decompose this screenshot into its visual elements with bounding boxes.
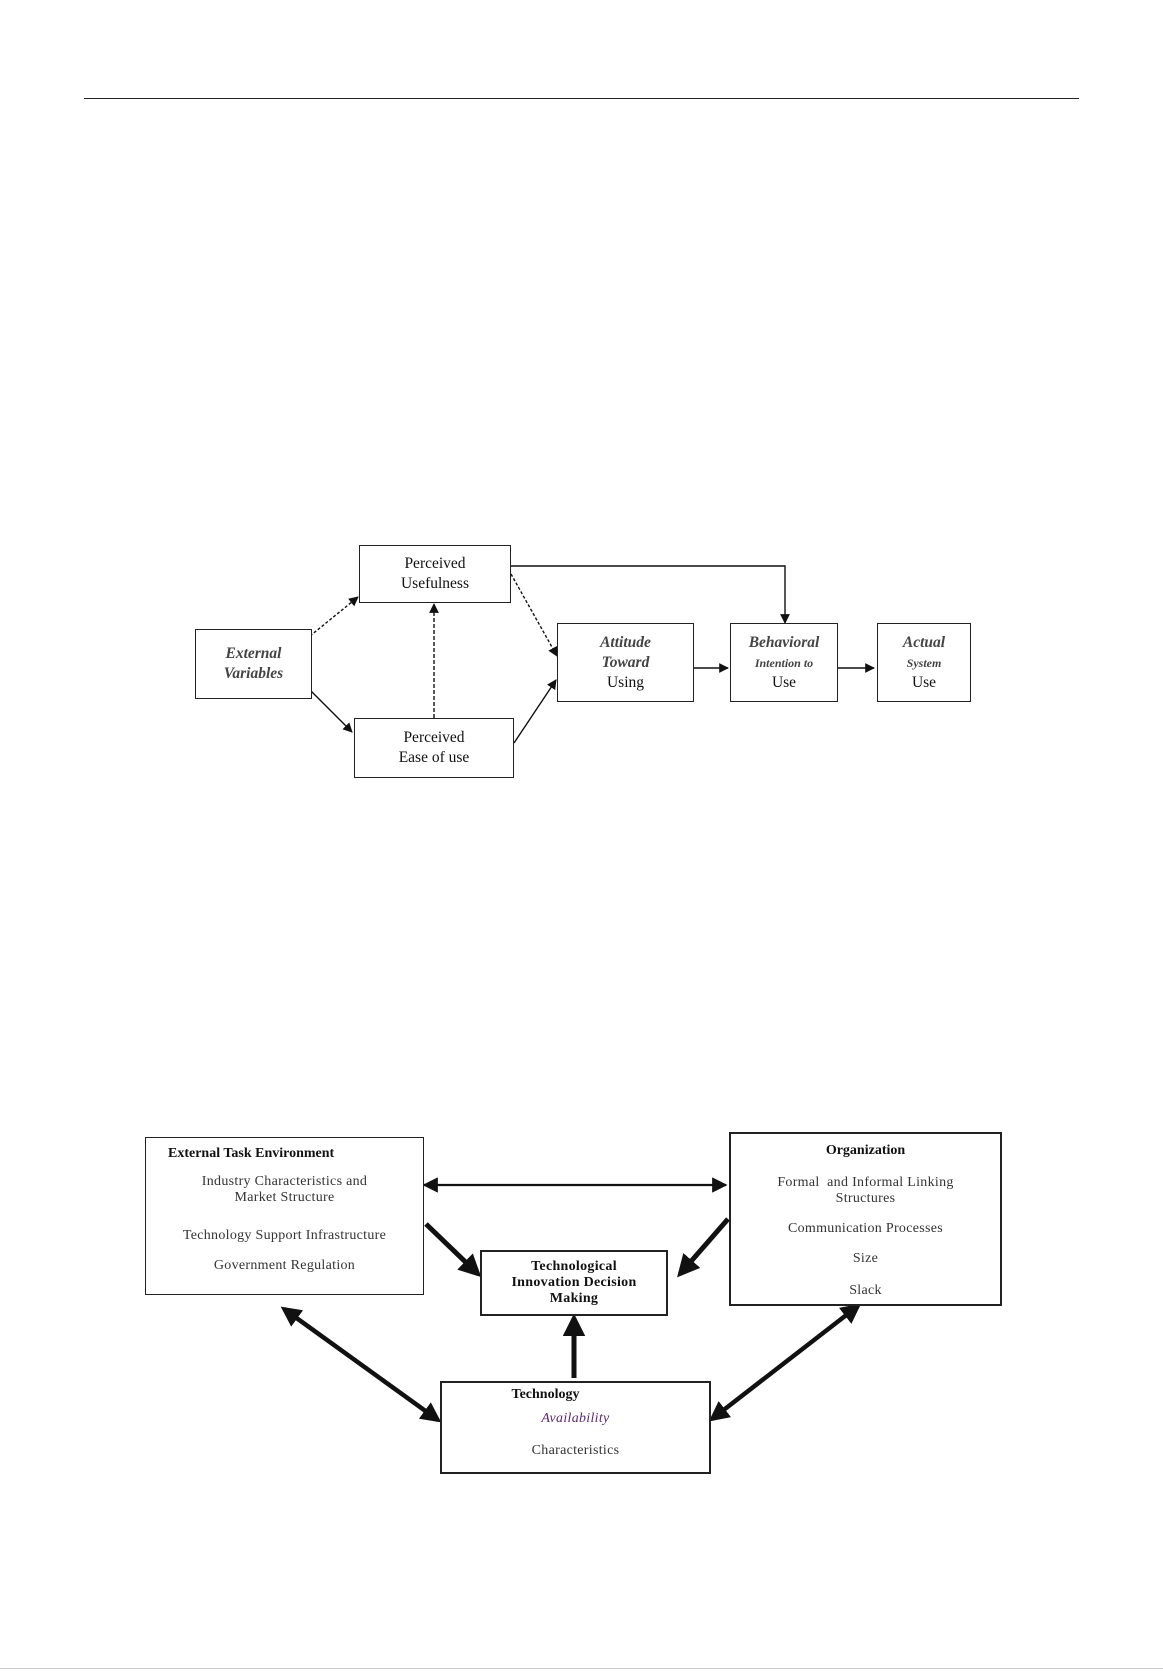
external-variables-label-2: Variables [223,665,284,682]
decision-label-3: Making [549,1291,599,1306]
technological-innovation-decision-box: Technological Innovation Decision Making [480,1250,668,1316]
env-item-1: Industry Characteristics and [201,1174,368,1189]
attitude-box: Attitude Toward Using [557,623,694,702]
org-item-1: Formal and Informal Linking [777,1175,954,1190]
behavioral-intention-box: Behavioral Intention to Use [730,623,838,702]
org-item-3: Communication Processes [787,1221,944,1236]
intention-label-3: Use [771,673,797,691]
env-item-4: Government Regulation [213,1258,356,1273]
org-item-4: Size [852,1251,879,1266]
external-variables-box: External Variables [195,629,312,699]
perceived-usefulness-label-1: Perceived [404,555,466,572]
org-item-2: Structures [835,1191,896,1206]
env-item-2: Market Structure [234,1190,335,1205]
footer-rule [0,1668,1163,1669]
arrow-environment-technology [280,1306,442,1423]
perceived-ease-label-2: Ease of use [398,749,470,766]
intention-label-1: Behavioral [748,633,820,651]
arrow-usefulness-to-attitude [510,573,558,657]
intention-label-2: Intention to [754,655,814,670]
arrow-organization-technology [708,1303,862,1422]
arrow-usefulness-to-intention [511,565,790,624]
org-item-5: Slack [849,1283,882,1298]
perceived-ease-box: Perceived Ease of use [354,718,514,778]
attitude-label-2: Toward [601,653,650,671]
arrow-environment-to-decision [424,1222,482,1278]
external-task-environment-box: External Task Environment Industry Chara… [145,1137,424,1295]
attitude-label-1: Attitude [600,633,651,651]
env-item-3: Technology Support Infrastructure [182,1228,387,1243]
arrow-external-to-usefulness [309,596,359,637]
arrow-ease-to-attitude [513,679,557,744]
perceived-ease-label-1: Perceived [403,729,465,746]
arrow-organization-to-decision [677,1217,730,1278]
external-task-environment-title: External Task Environment [168,1146,335,1161]
perceived-usefulness-label-2: Usefulness [400,575,470,592]
header-rule [84,98,1079,99]
perceived-usefulness-box: Perceived Usefulness [359,545,511,603]
technology-item-1: Availability [541,1411,610,1426]
organization-title: Organization [825,1143,906,1158]
actual-label-3: Use [911,673,937,691]
actual-label-1: Actual [902,633,946,651]
technology-item-2: Characteristics [531,1443,620,1458]
technology-title: Technology [511,1387,580,1402]
actual-label-2: System [906,655,942,670]
organization-box: Organization Formal and Informal Linking… [729,1132,1002,1306]
decision-label-1: Technological [531,1259,617,1274]
arrow-external-to-ease [309,689,353,733]
technology-box: Technology Availability Characteristics [440,1381,711,1474]
decision-label-2: Innovation Decision [511,1275,637,1290]
actual-system-use-box: Actual System Use [877,623,971,702]
attitude-label-3: Using [606,673,645,691]
external-variables-label-1: External [225,645,282,662]
